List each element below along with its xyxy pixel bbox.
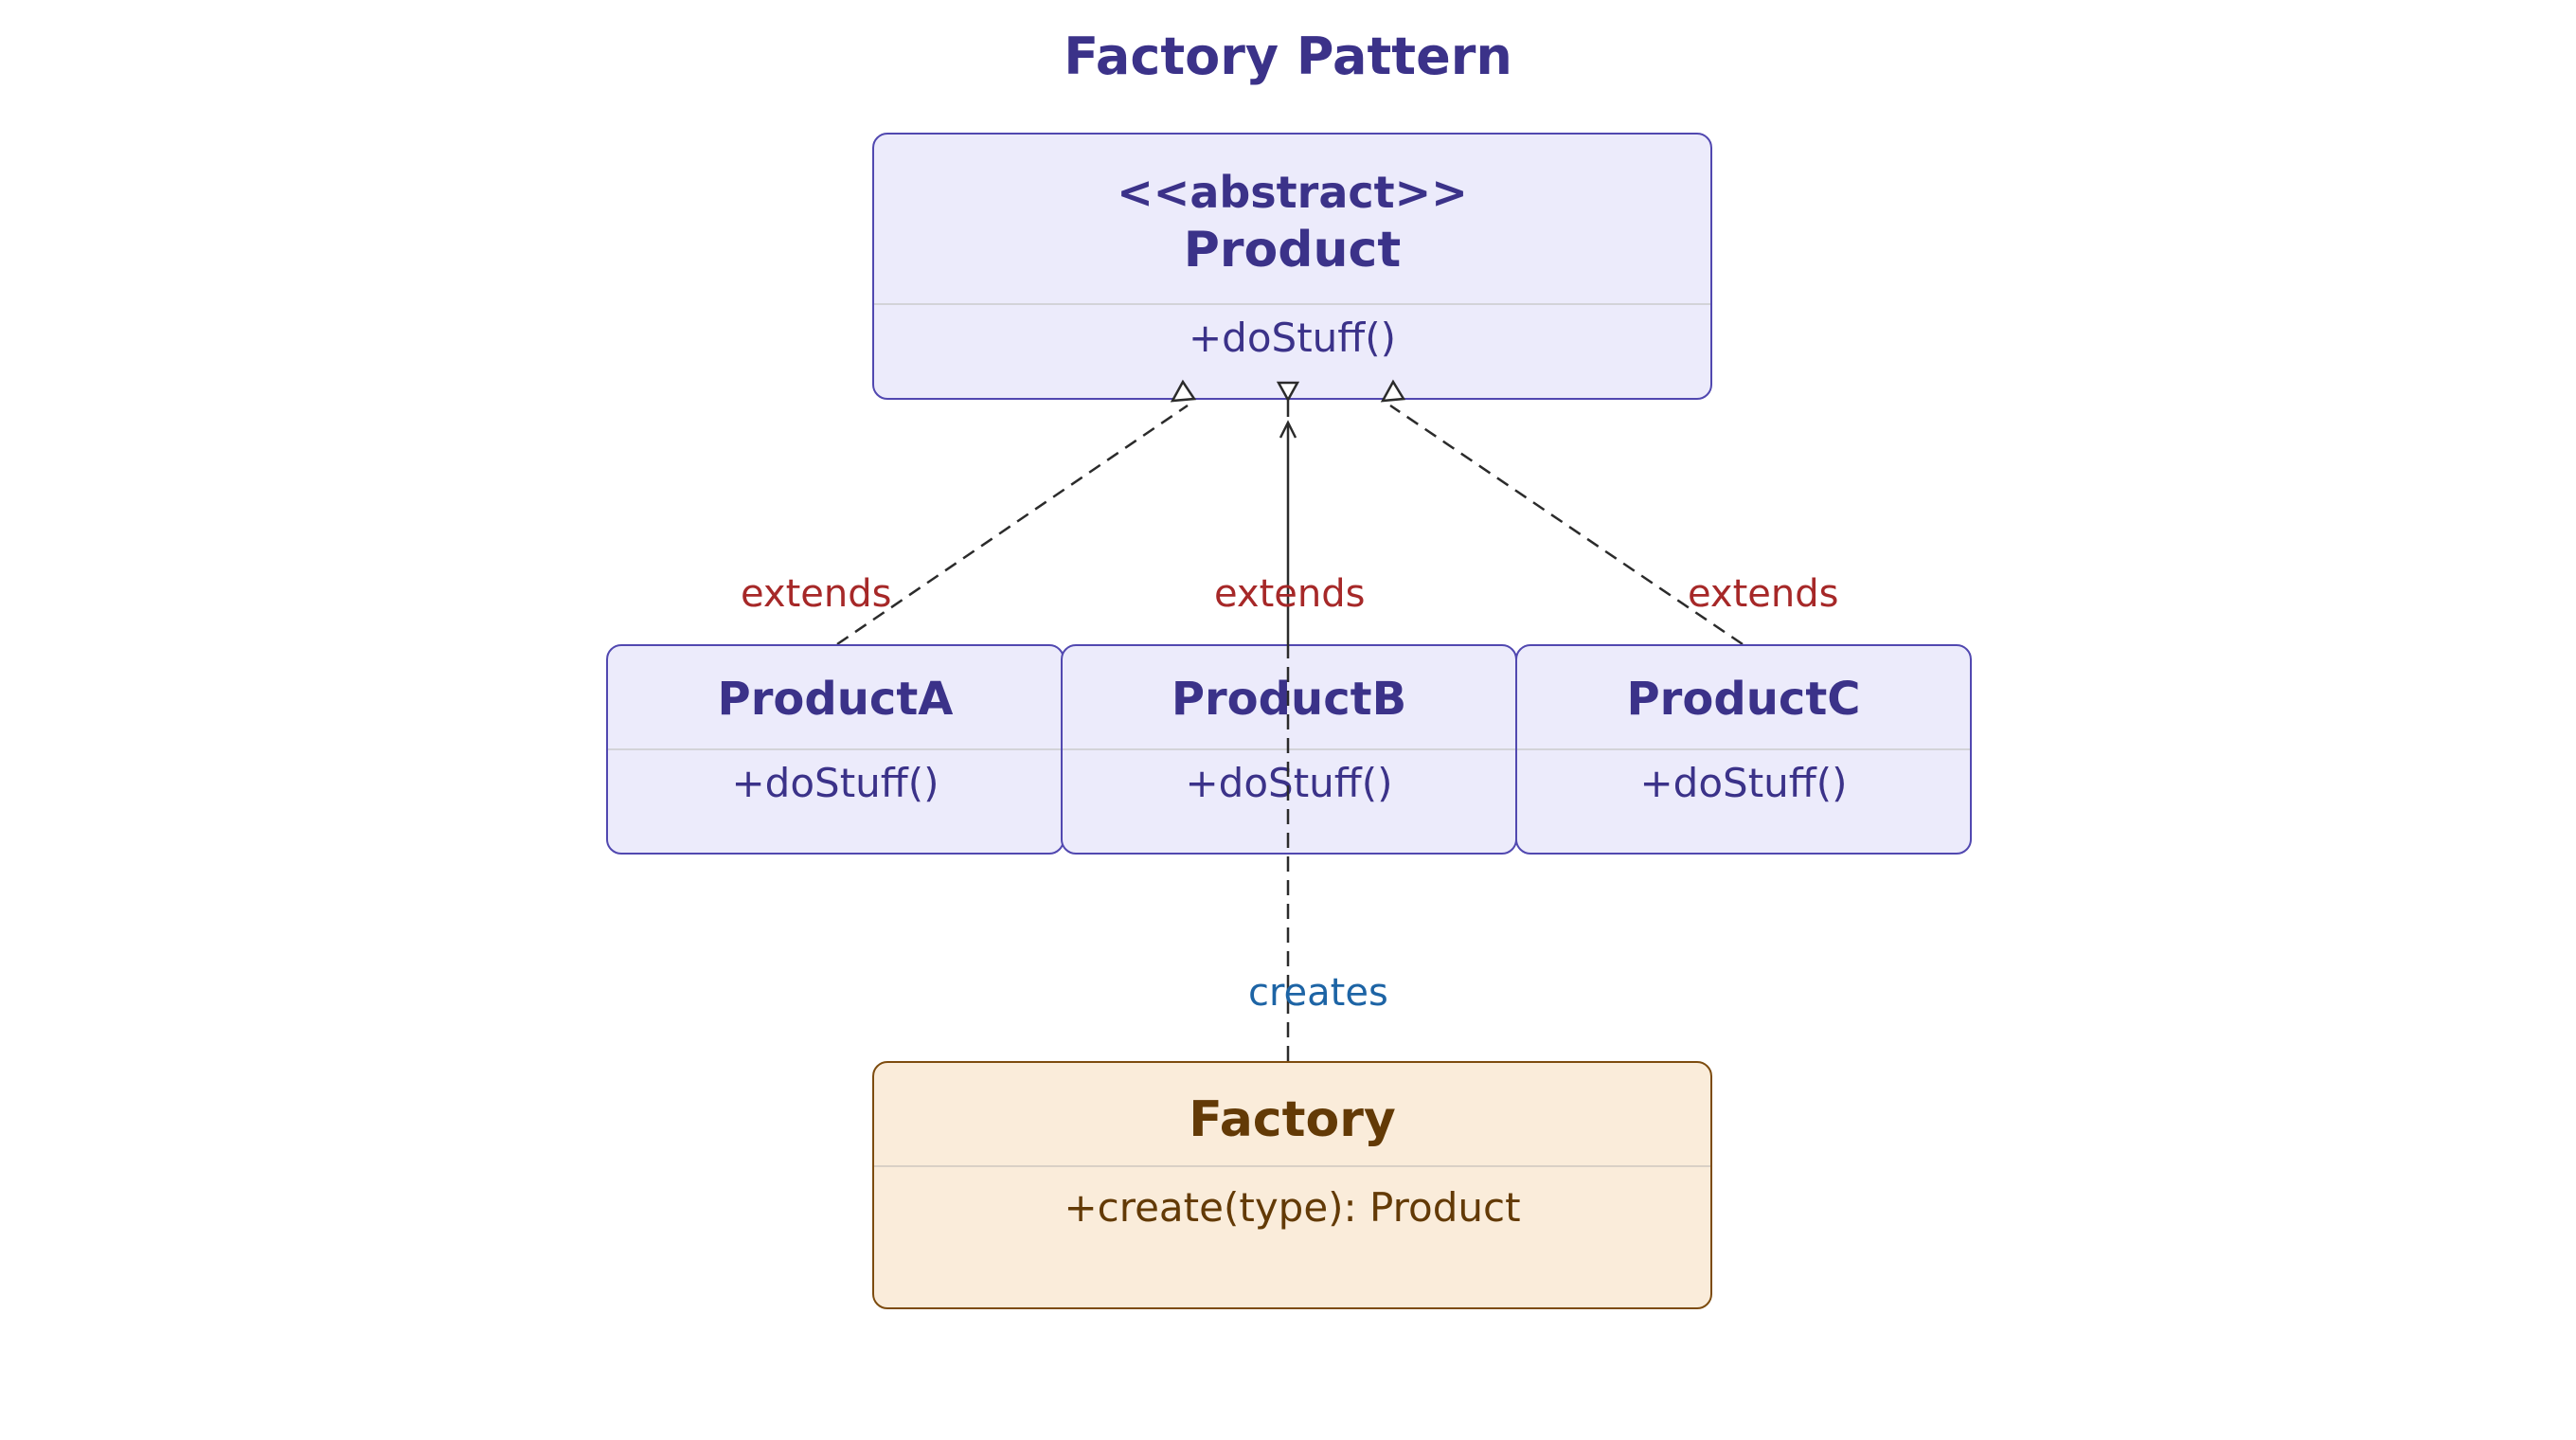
edge-label-extends-c: extends (1688, 572, 1839, 616)
class-product[interactable]: <<abstract>> Product +doStuff() (872, 133, 1712, 400)
class-productc[interactable]: ProductC +doStuff() (1515, 644, 1972, 855)
class-factory-member: +create(type): Product (1064, 1184, 1521, 1231)
open-arrowhead-icon (1279, 420, 1297, 439)
class-productc-name: ProductC (1626, 673, 1861, 726)
class-productc-divider (1517, 748, 1970, 750)
class-factory-divider (874, 1165, 1710, 1167)
class-producta-name: ProductA (717, 673, 954, 726)
class-productb-name: ProductB (1171, 673, 1407, 726)
class-factory[interactable]: Factory +create(type): Product (872, 1061, 1712, 1309)
class-product-divider (874, 303, 1710, 305)
class-productc-member: +doStuff() (1639, 760, 1848, 806)
edge-label-creates: creates (1248, 971, 1388, 1015)
edge-label-extends-a: extends (741, 572, 892, 616)
diagram-title: Factory Pattern (1064, 27, 1512, 86)
class-factory-name: Factory (1189, 1091, 1396, 1148)
edge-label-extends-b: extends (1214, 572, 1366, 616)
class-product-member: +doStuff() (1188, 315, 1396, 361)
class-producta[interactable]: ProductA +doStuff() (606, 644, 1064, 855)
class-product-stereotype: <<abstract>> (1117, 167, 1468, 218)
class-producta-member: +doStuff() (731, 760, 939, 806)
class-product-name: Product (1183, 222, 1402, 279)
class-productb-member: +doStuff() (1185, 760, 1393, 806)
class-productb-divider (1063, 748, 1515, 750)
class-productb[interactable]: ProductB +doStuff() (1061, 644, 1517, 855)
class-producta-divider (608, 748, 1063, 750)
